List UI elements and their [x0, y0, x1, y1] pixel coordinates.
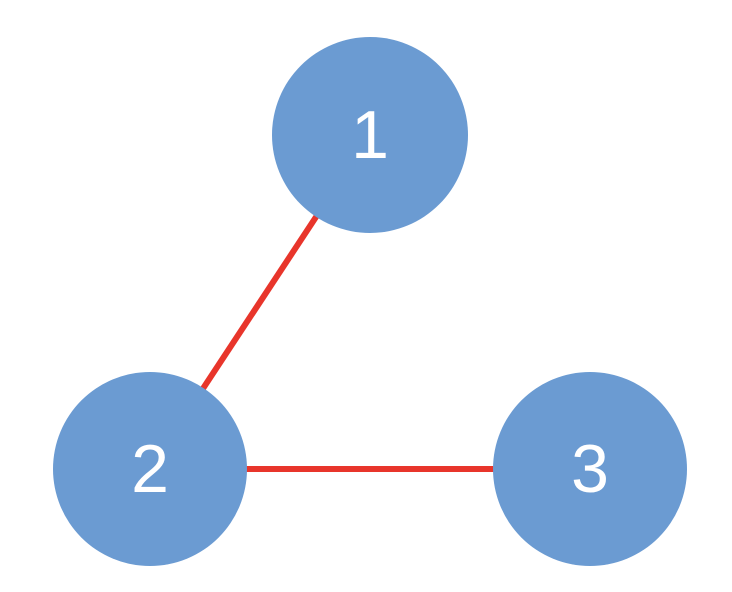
node-3-label: 3 — [571, 431, 609, 507]
node-1-label: 1 — [351, 97, 389, 173]
graph-node-1[interactable]: 1 — [272, 37, 468, 233]
graph-node-3[interactable]: 3 — [493, 372, 687, 566]
node-2-label: 2 — [131, 431, 169, 507]
graph-node-2[interactable]: 2 — [53, 372, 247, 566]
